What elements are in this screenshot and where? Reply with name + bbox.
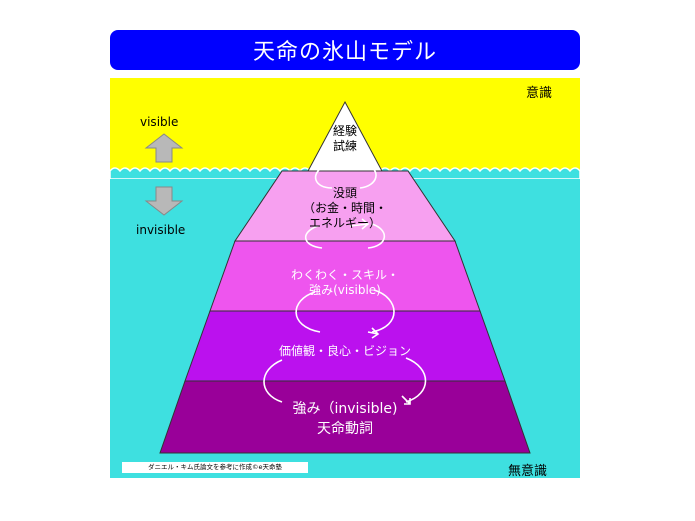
credit-note: ダニエル・キム氏論文を参考に作成©e天命塾: [122, 462, 308, 473]
level-1-text: 経験 試練: [332, 124, 357, 153]
cycle-arrows: [263, 156, 427, 405]
unconscious-label: 無意識: [508, 464, 548, 478]
level-4-text: 価値観・良心・ビジョン: [278, 344, 411, 358]
diagram-title: 天命の氷山モデル: [110, 30, 580, 70]
level-3-text: わくわく・スキル・ 強み(visible): [290, 268, 399, 297]
cycle-arrow-3: [295, 289, 395, 339]
visible-label: visible: [140, 115, 179, 129]
cycle-arrow-1: [314, 156, 377, 189]
invisible-label: invisible: [136, 223, 186, 237]
level-2-text: 没頭 （お金・時間・ エネルギー）: [302, 186, 387, 230]
iceberg-diagram: visible invisible 意識 無意識 経験 試練 没頭 （お金・時間…: [110, 78, 580, 478]
conscious-label: 意識: [526, 86, 553, 101]
cycle-arrow-4: [263, 357, 427, 405]
level-1-band: [307, 100, 383, 172]
up-arrow-icon: [144, 133, 184, 163]
down-arrow-icon: [144, 186, 184, 216]
cycle-arrow-2: [304, 218, 386, 249]
level-5-text: 強み（invisible) 天命動詞: [292, 401, 398, 437]
pyramid: [159, 100, 531, 454]
